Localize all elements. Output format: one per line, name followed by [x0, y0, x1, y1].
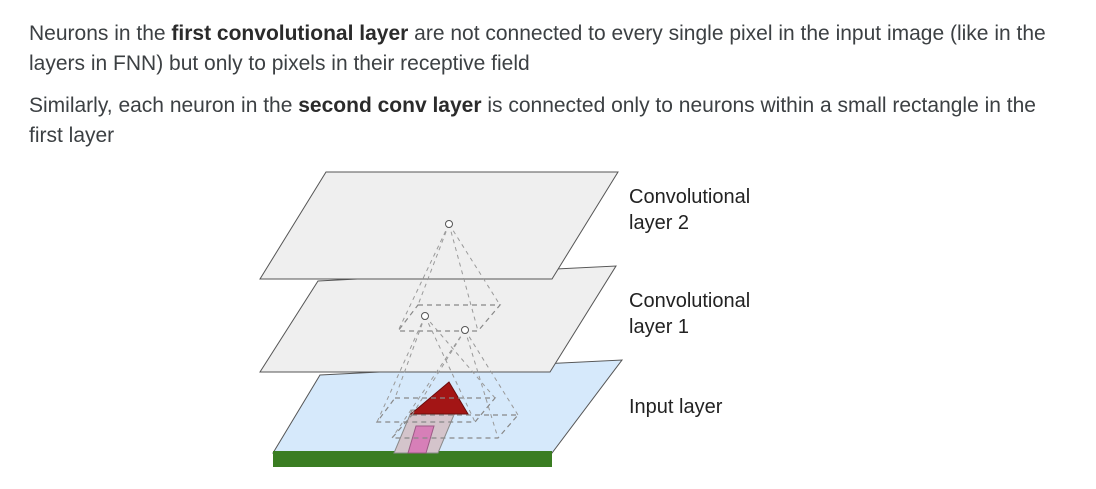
paragraph-2-text-end: is connected only to neurons within a sm…: [29, 94, 1036, 147]
paragraph-2-bold-term: second conv layer: [298, 94, 482, 117]
conv1-receptive-field: [396, 304, 502, 332]
conv2-neuron: [445, 220, 453, 228]
conv1-neuron-a: [421, 312, 429, 320]
connection-line: [464, 329, 499, 439]
conv1-receptive-field-rect: [396, 304, 502, 332]
paragraph-1-bold-term: first convolutional layer: [171, 22, 409, 45]
connection-line: [411, 329, 466, 416]
intro-paragraph-1: Neurons in the first convolutional layer…: [29, 19, 1069, 79]
connection-line: [424, 315, 496, 399]
input-receptive-field-1: [375, 397, 497, 423]
connection-line: [417, 223, 450, 306]
conv2-to-conv1-connections: [397, 223, 501, 332]
connection-line: [394, 315, 426, 399]
intro-paragraph-2: Similarly, each neuron in the second con…: [29, 91, 1069, 151]
input-layer-label: Input layer: [629, 396, 723, 418]
connection-line: [376, 315, 426, 423]
connection-line: [391, 329, 466, 439]
conv-layer-1-label: Convolutional layer 1: [629, 290, 751, 338]
conv1-to-input-connections: [376, 315, 519, 439]
ground-strip: [273, 451, 552, 467]
paragraph-2-text-start: Similarly, each neuron in the: [29, 94, 299, 117]
house-door: [407, 425, 435, 454]
connection-line: [424, 315, 476, 423]
paragraph-1-text-end: are not connected to every single pixel …: [29, 22, 1046, 75]
connection-line: [397, 223, 450, 332]
connection-line: [464, 329, 519, 416]
paragraph-1-text-start: Neurons in the: [29, 22, 172, 45]
conv-layer-1-plane: [259, 265, 617, 373]
connection-line: [448, 223, 479, 332]
conv-layer-2-plane: [259, 171, 619, 280]
conv-layer-2-label: Convolutional layer 2: [629, 186, 751, 234]
conv1-neuron-b: [461, 326, 469, 334]
input-layer: [272, 359, 624, 467]
